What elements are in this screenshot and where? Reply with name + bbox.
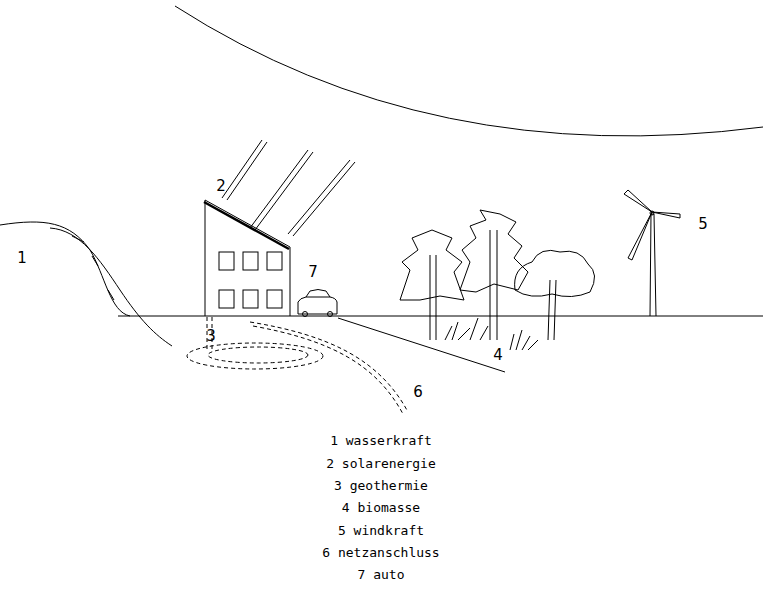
key-entry: 2 solarenergie	[326, 456, 436, 472]
wind-turbine	[624, 190, 680, 316]
car	[298, 290, 337, 317]
key-entry: 3 geothermie	[334, 478, 428, 494]
key-entry: 1 wasserkraft	[330, 433, 432, 449]
callout-number: 5	[698, 215, 708, 233]
callout-number: 6	[413, 383, 423, 401]
biomass-trees	[400, 210, 595, 350]
callout-number: 7	[308, 263, 318, 281]
geothermal-loops	[187, 317, 323, 369]
callout-number: 2	[216, 177, 226, 195]
key-entry: 4 biomasse	[342, 500, 420, 516]
callout-number: 1	[17, 249, 27, 267]
key-entry: 5 windkraft	[338, 523, 424, 539]
callout-number: 4	[493, 346, 503, 364]
key-entry: 6 netzanschluss	[322, 545, 439, 561]
path-line	[338, 318, 505, 372]
grid-cable	[250, 322, 408, 414]
sky-arc	[175, 6, 763, 136]
callout-number: 3	[206, 327, 216, 345]
key-entry: 7 auto	[358, 567, 405, 583]
ground-line	[118, 316, 763, 317]
hydro-hill	[0, 222, 172, 346]
house	[204, 200, 290, 316]
